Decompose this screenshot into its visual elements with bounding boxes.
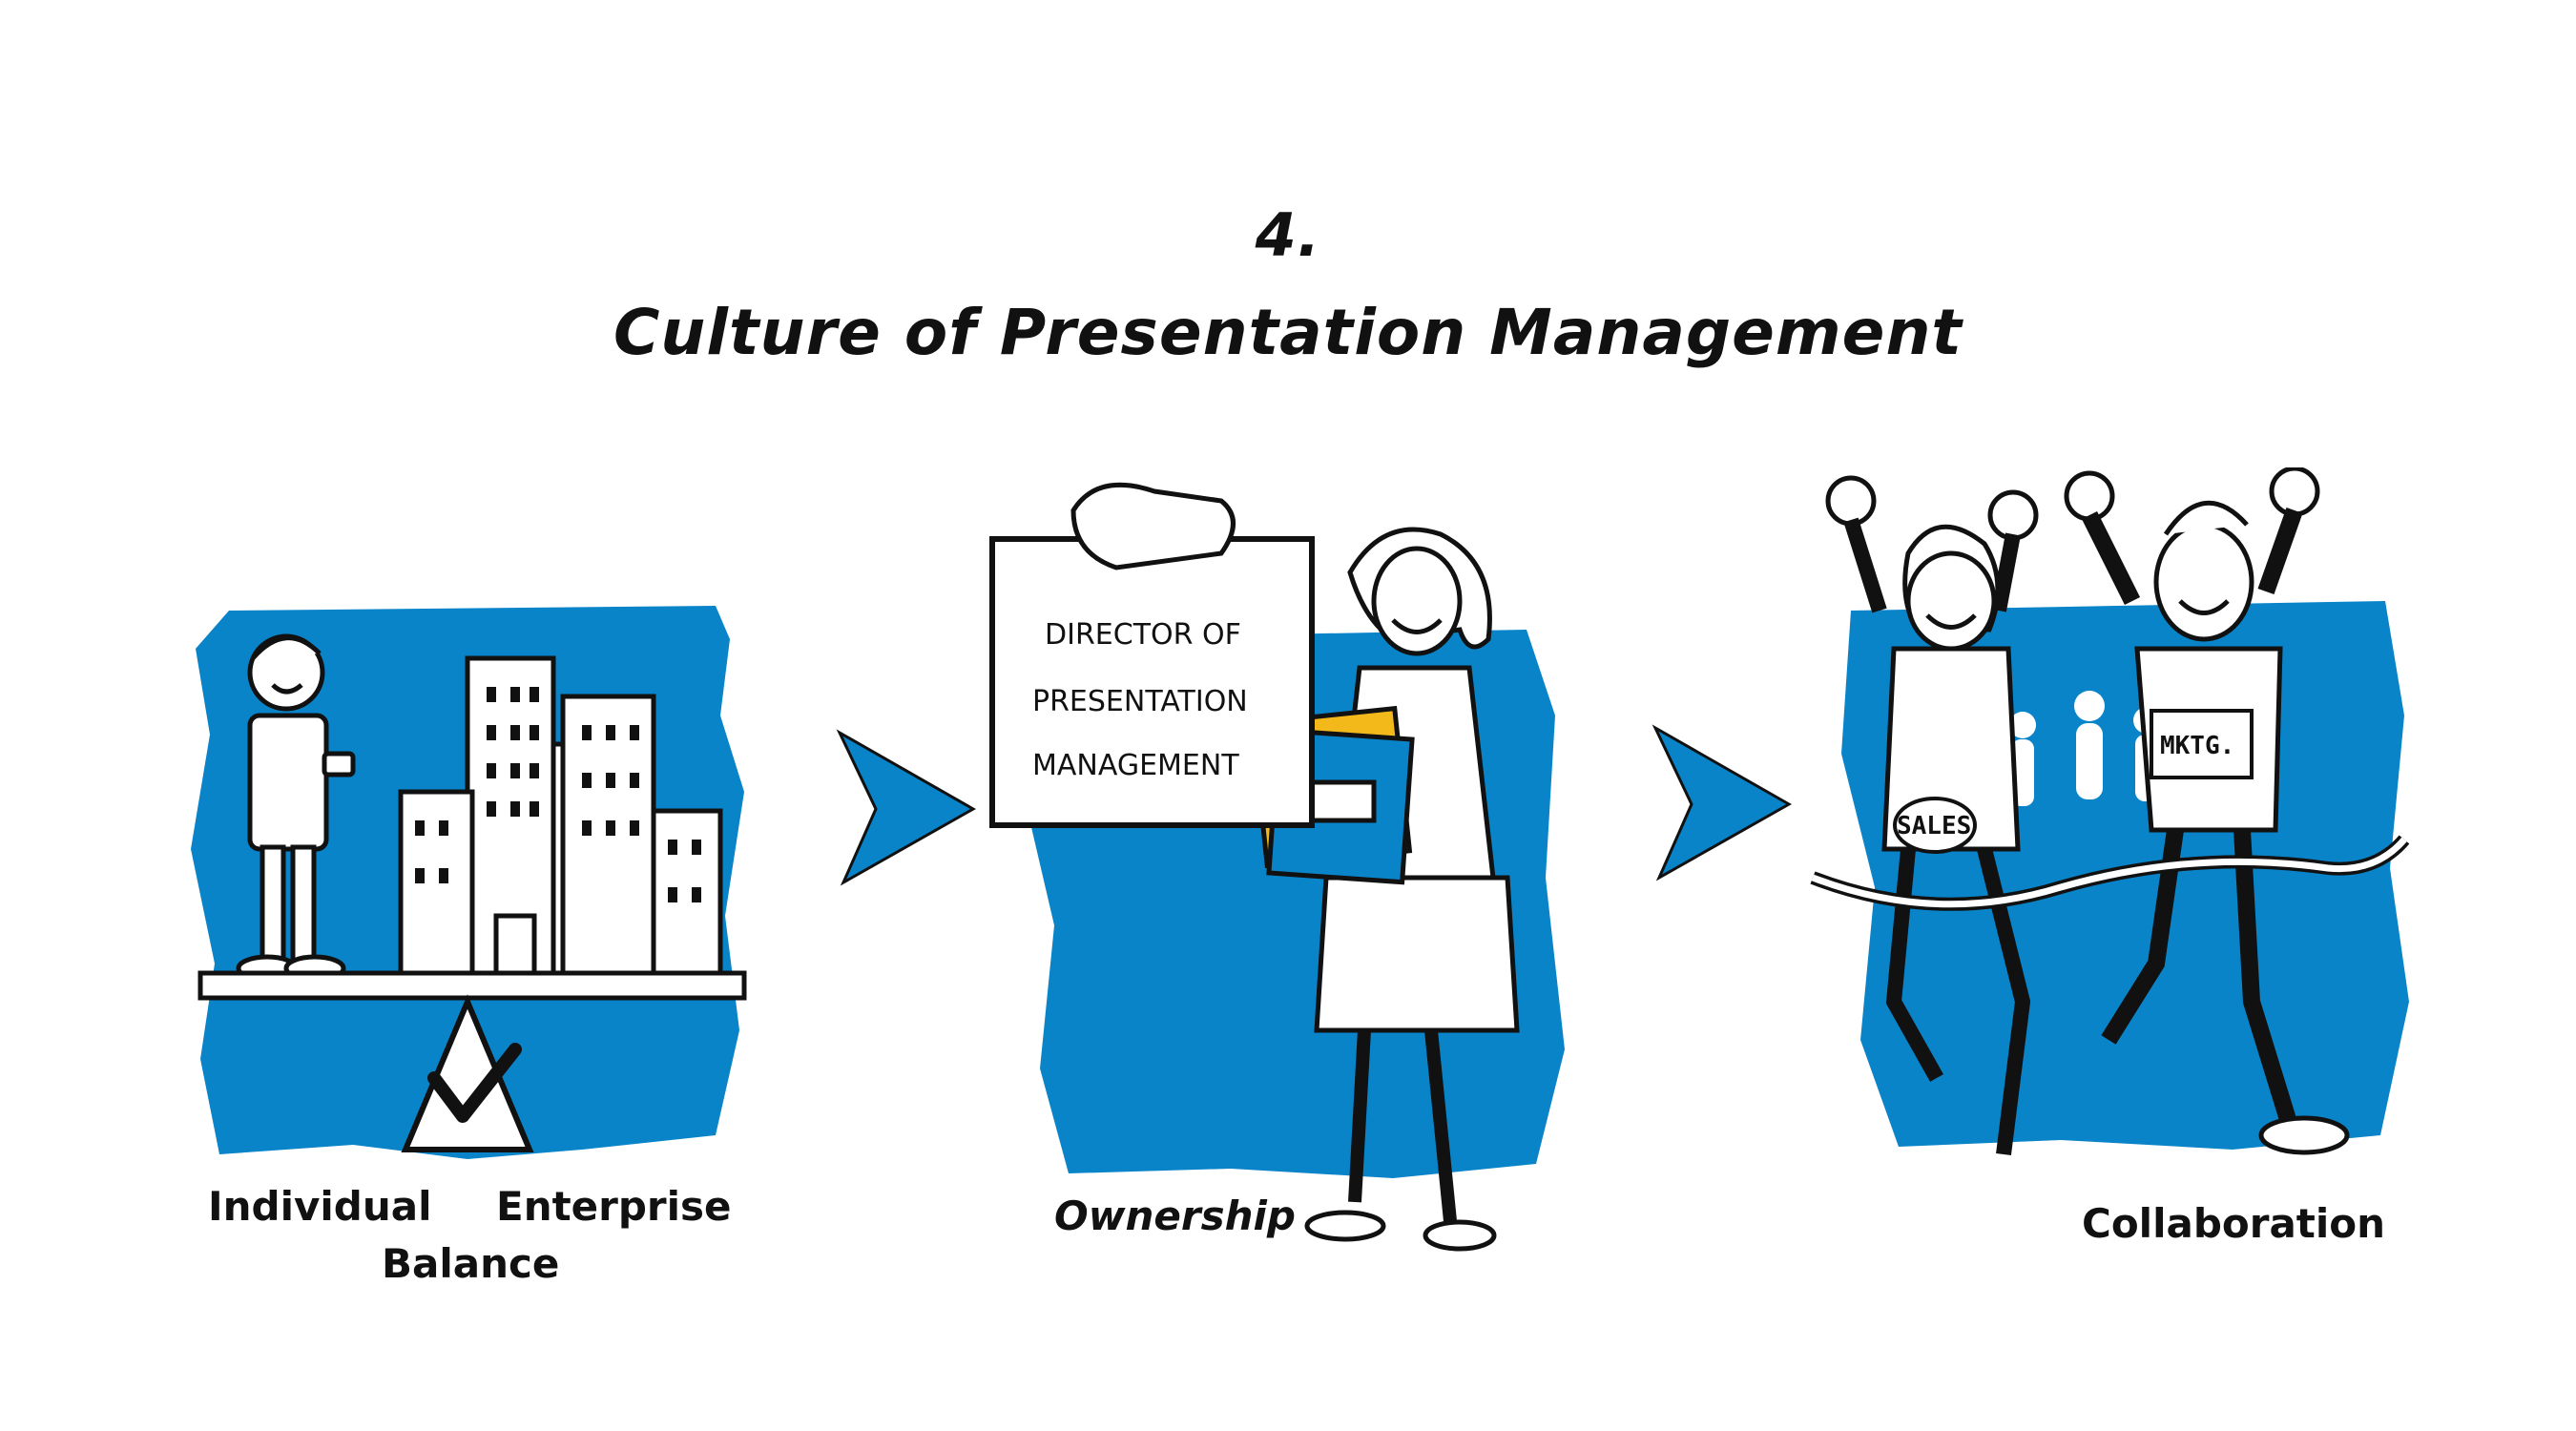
woman-jumping [1825, 475, 2039, 1155]
sign-line-3: MANAGEMENT [1032, 749, 1239, 782]
badge-mktg: MKTG. [2160, 732, 2234, 760]
arrow-right-icon [1646, 720, 1798, 886]
step-number: 4. [1255, 200, 1321, 270]
label-individual: Individual [208, 1183, 432, 1230]
check-icon [427, 1043, 522, 1123]
sign-line-1: DIRECTOR OF [1045, 618, 1241, 652]
panel-collaboration: SALES MKTG. [1794, 467, 2423, 1192]
panel-balance [181, 601, 754, 1164]
panel-ownership: DIRECTOR OF PRESENTATION MANAGEMENT [983, 477, 1574, 1269]
sales-badge: SALES [1893, 797, 1977, 854]
label-collaboration: Collaboration [2082, 1200, 2386, 1247]
label-balance: Balance [382, 1240, 560, 1287]
mktg-badge: MKTG. [2150, 709, 2254, 779]
sign-line-2: PRESENTATION [1032, 685, 1248, 718]
arrow-right-icon [830, 725, 983, 891]
badge-sales: SALES [1897, 812, 1971, 840]
scale-beam [197, 970, 747, 1001]
label-enterprise: Enterprise [496, 1183, 732, 1230]
page-title: Culture of Presentation Management [613, 296, 1963, 369]
director-sign: DIRECTOR OF PRESENTATION MANAGEMENT [989, 536, 1315, 828]
hand [1070, 482, 1236, 570]
label-ownership: Ownership [1054, 1192, 1296, 1239]
